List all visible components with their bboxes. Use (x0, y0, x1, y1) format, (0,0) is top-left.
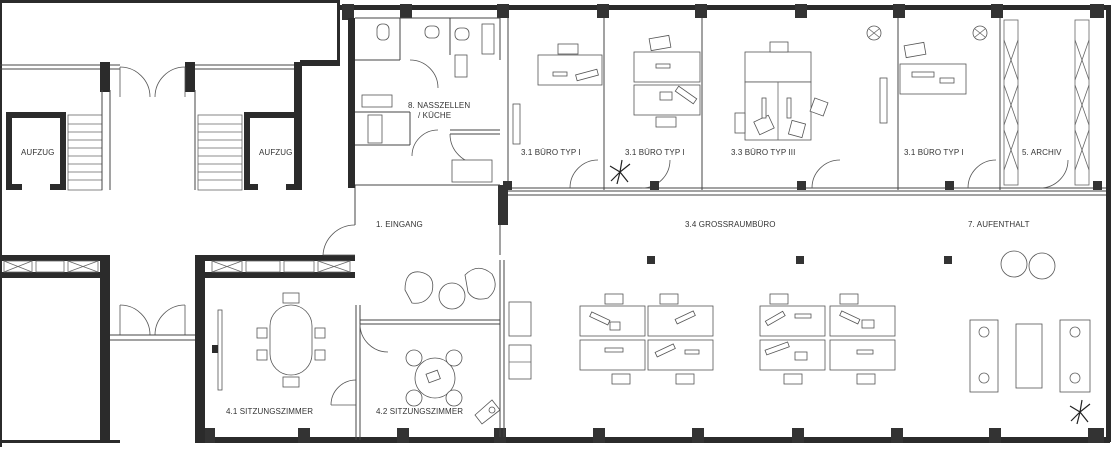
plant-icon (609, 159, 631, 185)
office-partition-walls (507, 18, 1106, 196)
room-label-sitzung-1: 4.1 SITZUNGSZIMMER (226, 407, 314, 416)
desk-buero-1 (512, 43, 603, 145)
room-label-aufzug-right: AUFZUG (259, 148, 293, 157)
bottom-pillars (203, 428, 1104, 443)
outer-wall-top-left (0, 0, 340, 3)
outer-wall-left (0, 0, 2, 447)
projector (474, 399, 501, 425)
room-label-nasszellen: 8. NASSZELLEN (408, 101, 471, 110)
wet-rooms (348, 17, 501, 188)
desk-buero-2 (633, 34, 701, 128)
wall-pillar (185, 62, 195, 92)
window-strip-left (3, 260, 99, 273)
outer-wall-top-right (340, 5, 1110, 10)
desk-island-2 (759, 293, 896, 385)
desk-buero-3 (734, 41, 888, 141)
outer-wall-bottom-left (0, 440, 120, 443)
double-door-lower (119, 304, 151, 336)
elevator-right (244, 62, 302, 190)
door-sitzung-1 (330, 379, 357, 406)
wall-pillar (100, 62, 110, 92)
archive-shelves (1003, 19, 1090, 186)
outer-wall-step-2 (300, 60, 340, 66)
wall-lower-left (0, 255, 110, 261)
conference-table-oval (256, 292, 326, 388)
door-sitzung-2 (359, 323, 389, 353)
plant-icon (1069, 399, 1091, 425)
clock-icon (972, 25, 988, 41)
room-label-buero-1: 3.1 BÜRO TYP I (521, 148, 581, 157)
outer-wall-step (337, 0, 340, 62)
room-label-eingang: 1. EINGANG (376, 220, 423, 229)
desk-island-1 (579, 293, 714, 385)
room-label-aufenthalt: 7. AUFENTHALT (968, 220, 1030, 229)
stairs-right (194, 90, 243, 191)
clock-icon (866, 25, 882, 41)
lounge-aufenthalt (969, 250, 1091, 393)
room-label-buero-2: 3.1 BÜRO TYP I (625, 148, 685, 157)
double-door-upper (119, 66, 151, 98)
corridor-columns (503, 181, 1102, 264)
stairs-left (67, 90, 111, 191)
elevator-left (6, 112, 66, 190)
outer-wall-right (1106, 5, 1111, 442)
cabinets (508, 301, 532, 380)
outer-wall-bottom (205, 437, 1110, 443)
top-pillars (342, 4, 1104, 20)
round-table (405, 349, 463, 407)
wall-sitzung-top (205, 255, 355, 261)
room-label-buero-4: 3.1 BÜRO TYP I (904, 148, 964, 157)
room-label-sitzung-2: 4.2 SITZUNGSZIMMER (376, 407, 464, 416)
desk-buero-4 (899, 41, 967, 95)
lounge-chairs (404, 267, 496, 310)
room-label-aufzug-left: AUFZUG (21, 148, 55, 157)
office-doors (569, 159, 1069, 189)
room-label-grossraum: 3.4 GROSSRAUMBÜRO (685, 220, 776, 229)
screen (217, 309, 223, 391)
room-label-kueche: / KÜCHE (418, 111, 452, 120)
room-label-buero-3: 3.3 BÜRO TYP III (731, 148, 796, 157)
room-label-archiv: 5. ARCHIV (1022, 148, 1062, 157)
